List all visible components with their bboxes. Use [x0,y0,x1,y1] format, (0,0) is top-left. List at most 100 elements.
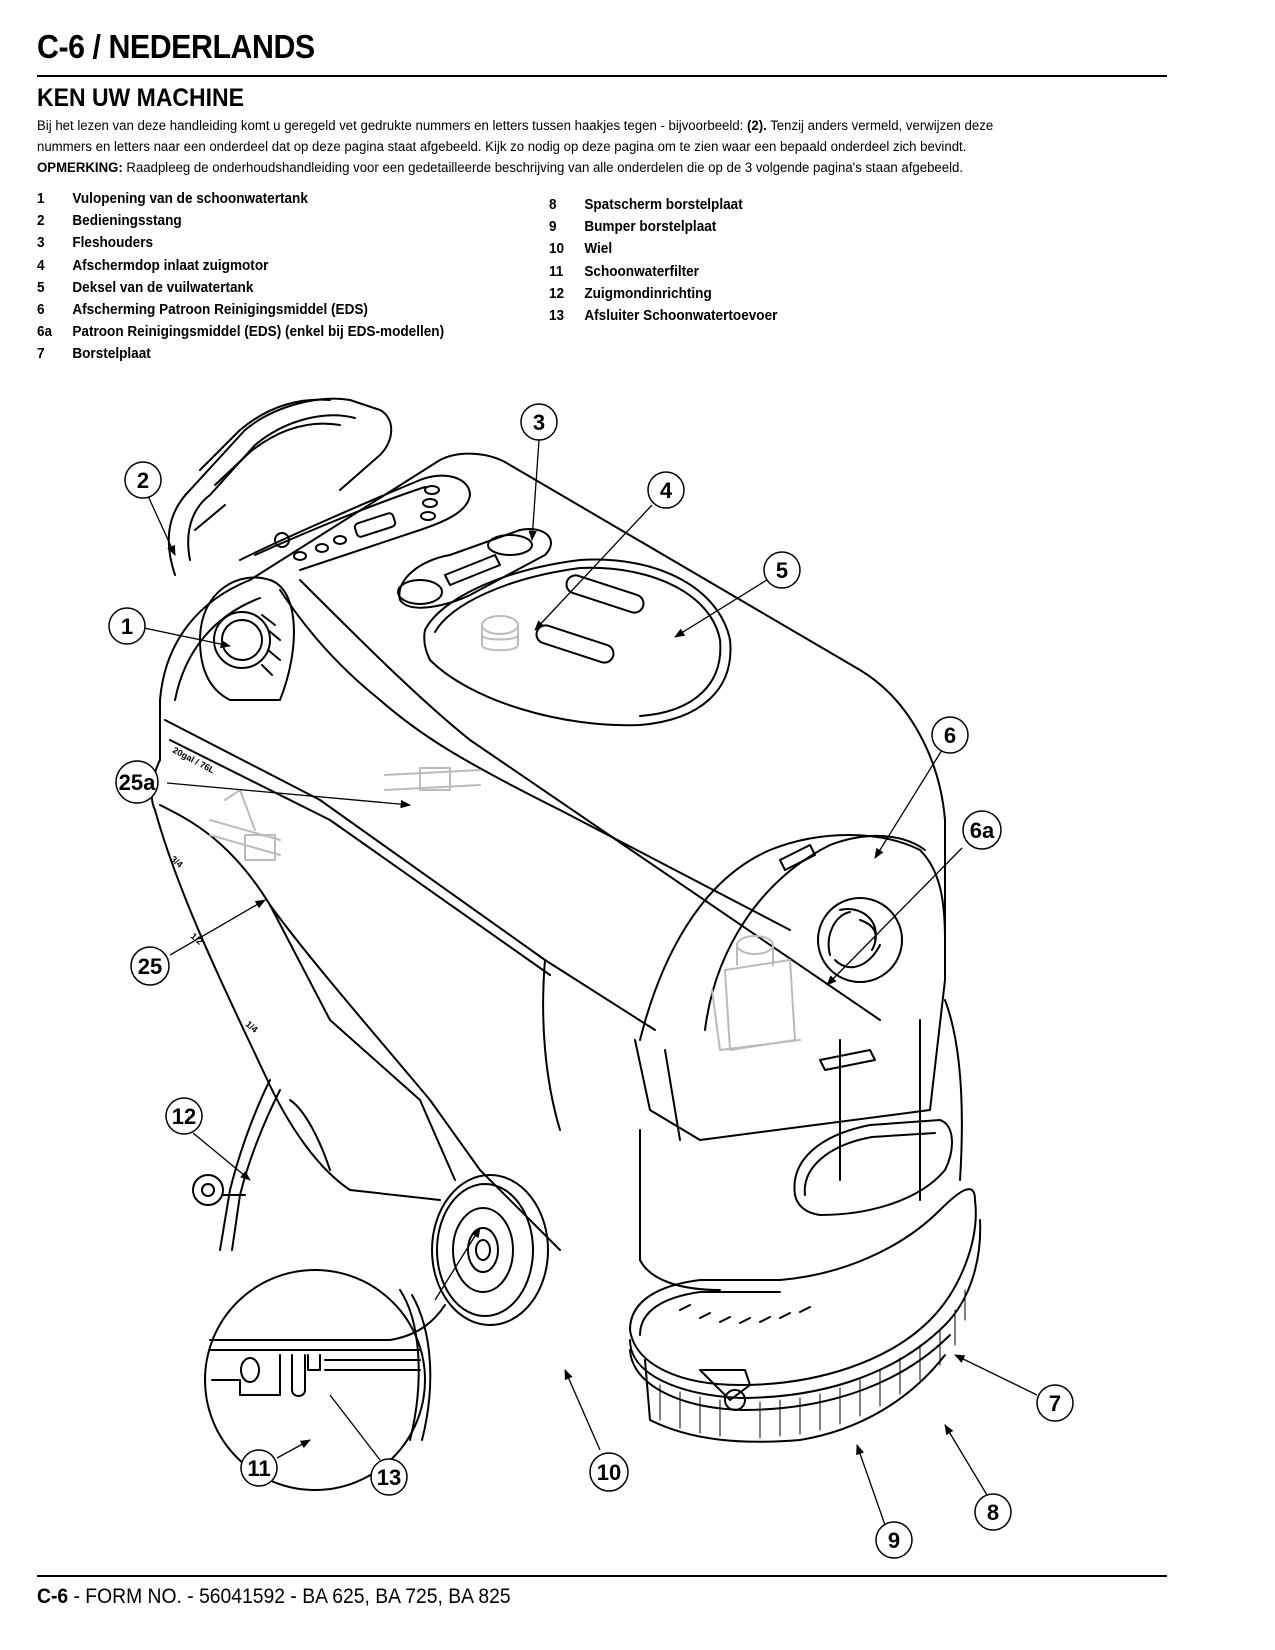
control-panel [239,474,471,571]
footer-form-info: - FORM NO. - 56041592 - BA 625, BA 725, … [68,1585,511,1608]
part-number: 4 [37,257,45,274]
callout-6a: 6a [962,810,1002,850]
part-number: 5 [37,279,45,296]
part-label: Afsluiter Schoonwatertoevoer [584,308,778,325]
parts-list-right: 8 Spatscherm borstelplaat 9 Bumper borstel… [549,194,777,327]
callout-label: 2 [137,468,149,493]
tank-mark-quarter: 1/4 [244,1019,260,1035]
callout-label: 5 [776,558,788,583]
callout-6: 6 [931,716,969,754]
bottle-holders [397,528,552,609]
callout-label: 1 [121,614,133,639]
leader-line-8 [944,1424,988,1496]
part-number: 6 [37,302,45,319]
parts-list-item: 11 Schoonwaterfilter [549,261,777,283]
part-label: Patroon Reinigingsmiddel (EDS) (enkel bi… [72,324,445,341]
leader-lines [143,439,1038,1526]
part-number: 10 [549,241,565,258]
part-label: Deksel van de vuilwatertank [72,279,254,296]
callout-7: 7 [1036,1384,1074,1422]
leader-line-4 [534,504,653,631]
callout-25: 25 [130,946,170,986]
part-number: 11 [549,263,564,280]
hose-connectors [209,767,481,861]
callout-label: 8 [987,1500,999,1525]
callout-label: 13 [377,1465,401,1490]
intro-line-2: nummers en letters naar een onderdeel da… [37,139,967,155]
part-label: Afschermdop inlaat zuigmotor [72,257,269,274]
leader-line-3 [528,439,540,542]
footer-page-ref: C-6 [37,1585,69,1608]
callout-label: 12 [172,1104,196,1129]
part-label: Zuigmondinrichting [584,285,712,302]
machine-illustration [150,397,982,1491]
callout-4: 4 [647,471,685,509]
leader-line-6a [826,847,963,986]
squeegee [192,1079,331,1251]
tank-mark-three-quarter: 3/4 [169,854,185,870]
callout-label: 9 [888,1528,900,1553]
intro-text: Bij het lezen van deze handleiding komt … [37,118,747,134]
callout-label: 3 [533,410,545,435]
note-label: OPMERKING: [37,160,123,176]
recovery-tank-lid [423,558,732,727]
leader-line-2 [147,495,176,556]
leader-line-9 [856,1444,886,1526]
leader-line-12 [192,1132,251,1181]
part-number: 6a [37,324,53,341]
part-number: 8 [549,197,557,213]
callout-5: 5 [763,551,801,589]
intro-paragraph: Bij het lezen van deze handleiding komt … [37,116,1097,179]
callout-9: 9 [875,1521,913,1559]
callout-label: 10 [597,1460,621,1485]
callout-25a: 25a [115,760,159,804]
callout-label: 7 [1049,1391,1061,1416]
callout-8: 8 [974,1493,1012,1531]
part-label: Borstelplaat [72,346,151,363]
parts-list-item: 9 Bumper borstelplaat [549,216,777,238]
leader-line-inset [434,1227,481,1301]
part-number: 3 [37,235,45,252]
wheel [431,1174,549,1326]
fill-cap [199,576,295,701]
callout-1: 1 [108,607,146,645]
eds-cartridge [711,935,801,1051]
leader-line-11 [276,1439,311,1459]
parts-list-item: 8 Spatscherm borstelplaat [549,194,777,216]
note-text: Raadpleeg de onderhoudshandleiding voor … [122,160,964,176]
callout-label: 6a [970,818,995,843]
leader-line-7 [954,1354,1038,1396]
callout-label: 25 [138,954,162,979]
callout-13: 13 [370,1458,408,1496]
part-label: Bedieningsstang [72,213,182,230]
part-number: 9 [549,219,557,236]
callout-3: 3 [520,403,558,441]
part-label: Spatscherm borstelplaat [584,197,743,213]
parts-list-item: 6a Patroon Reinigingsmiddel (EDS) (enkel … [37,321,444,343]
part-number: 2 [37,213,45,230]
callout-2: 2 [124,461,162,499]
leader-line-6 [874,749,943,859]
parts-list-item: 4 Afschermdop inlaat zuigmotor [37,255,444,277]
parts-list-item: 7 Borstelplaat [37,343,444,365]
part-label: Bumper borstelplaat [584,219,717,236]
callouts: 1 2 3 4 5 6 6a 7 8 9 10 11 12 13 25 25a [108,403,1074,1559]
note-line: OPMERKING: Raadpleeg de onderhoudshandle… [37,158,1097,179]
callout-label: 4 [660,478,673,503]
part-number: 7 [37,346,45,363]
control-handle [167,397,393,576]
eds-cover [704,835,926,1071]
part-label: Schoonwaterfilter [584,263,699,280]
intro-text: Tenzij anders vermeld, verwijzen deze [766,118,994,134]
tank-mark-half: 1/2 [189,931,205,947]
detail-inset [204,1269,446,1491]
splash-guard-ticks [659,1289,966,1439]
footer-divider [37,1575,1167,1577]
part-label: Vulopening van de schoonwatertank [72,191,308,207]
section-title: KEN UW MACHINE [37,84,244,112]
leader-line-10 [564,1369,601,1451]
